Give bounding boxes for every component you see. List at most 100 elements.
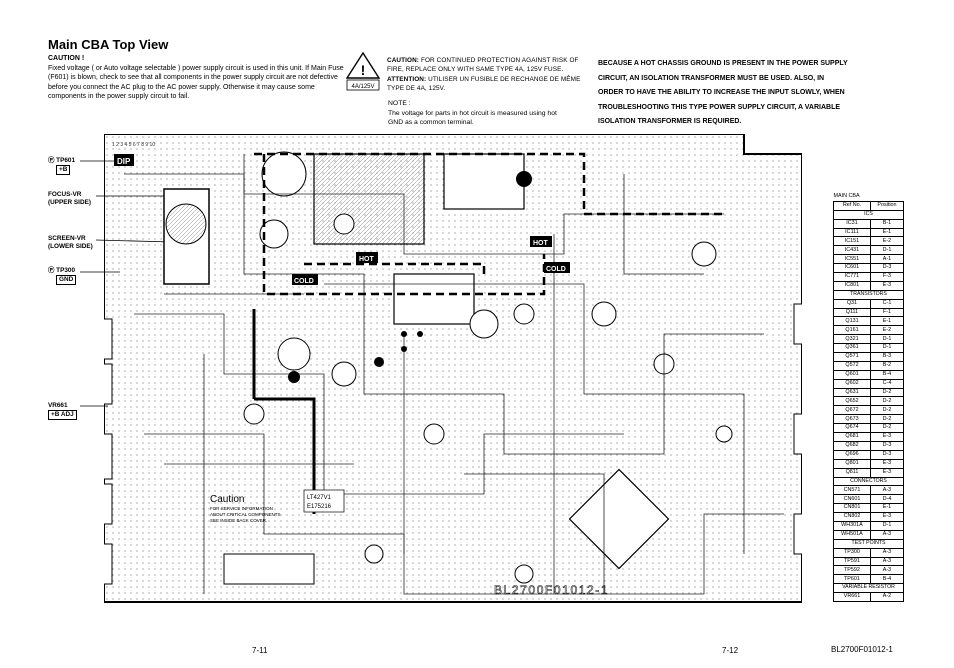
table-cell: ICS <box>833 209 904 220</box>
vr661-callout: VR661 +B ADJ <box>48 402 77 420</box>
table-section-row: TEST POINTS <box>833 538 904 549</box>
table-cell: E-3 <box>869 467 905 478</box>
table-cell: TP591 <box>833 556 871 567</box>
test-point-icon: Ⓟ <box>48 267 55 274</box>
table-cell: B-4 <box>869 574 905 585</box>
table-cell: E-2 <box>869 325 905 336</box>
caution-text: FOR CONTINUED PROTECTION AGAINST RISK OF… <box>387 57 579 74</box>
table-cell: C-4 <box>869 378 905 389</box>
table-cell: A-3 <box>869 565 905 576</box>
table-cell: E-3 <box>869 280 905 291</box>
table-cell: Q111 <box>833 307 871 318</box>
table-cell: D-1 <box>869 334 905 345</box>
board-caution-title: Caution <box>210 494 244 505</box>
table-cell: E-3 <box>869 458 905 469</box>
test-point-icon: Ⓟ <box>48 157 55 164</box>
pin-number-row: 1 2 3 4 5 6 7 8 9 10 <box>112 142 155 148</box>
table-cell: VARIABLE RESISTOR <box>833 583 904 594</box>
table-cell: D-3 <box>869 440 905 451</box>
table-cell: Q682 <box>833 440 871 451</box>
tp300-callout: Ⓟ TP300 GND <box>48 267 77 285</box>
hot-zone-label: HOT <box>533 240 549 247</box>
table-cell: B-1 <box>869 218 905 229</box>
board-caution-line: ABOUT CRITICAL COMPONENTS <box>210 512 281 517</box>
focus-vr-side: (UPPER SIDE) <box>48 199 91 206</box>
dip-marker: DIP <box>117 157 131 166</box>
table-cell: Q811 <box>833 467 871 478</box>
table-cell: Q673 <box>833 414 871 425</box>
document-number: BL2700F01012-1 <box>831 645 893 654</box>
table-cell: Q572 <box>833 360 871 371</box>
table-cell: CN571 <box>833 485 871 496</box>
table-cell: D-1 <box>869 245 905 256</box>
table-cell: WH301A <box>833 520 871 531</box>
screen-vr-callout: SCREEN-VR (LOWER SIDE) <box>48 235 93 251</box>
table-cell: D-1 <box>869 343 905 354</box>
fuse-caution: CAUTION: FOR CONTINUED PROTECTION AGAINS… <box>387 56 587 94</box>
table-cell: TRANSISTORS <box>833 289 904 300</box>
table-cell: A-3 <box>869 556 905 567</box>
tp601-label: TP601 <box>56 157 76 164</box>
hot-zone-label: HOT <box>359 256 375 263</box>
table-cell: Q571 <box>833 352 871 362</box>
table-section-row: VARIABLE RESISTOR <box>833 583 904 594</box>
tp601-callout: Ⓟ TP601 +B <box>48 157 75 175</box>
table-cell: IC151 <box>833 236 871 247</box>
ul-stamp: E175216 <box>307 504 332 510</box>
table-cell: B-4 <box>869 369 905 380</box>
table-cell: E-3 <box>869 512 905 522</box>
tp601-value: +B <box>56 165 71 175</box>
table-cell: E-2 <box>869 236 905 247</box>
table-cell: Q681 <box>833 432 871 442</box>
note-body: The voltage for parts in hot circuit is … <box>388 109 557 127</box>
table-cell: TP601 <box>833 574 871 585</box>
table-cell: MAIN CBA <box>833 193 860 200</box>
table-cell: Q602 <box>833 378 871 389</box>
fuse-rating: 4A/125V <box>351 84 374 90</box>
table-cell: D-2 <box>869 396 905 407</box>
svg-text:!: ! <box>361 62 366 78</box>
table-cell: C-1 <box>869 298 905 309</box>
table-section-row: CONNECTORS <box>833 476 904 487</box>
table-cell: E-1 <box>869 227 905 238</box>
table-section-row: TRANSISTORS <box>833 289 904 300</box>
note-heading: NOTE : <box>388 100 411 107</box>
table-cell: Q131 <box>833 316 871 327</box>
ul-stamp: LT427V1 <box>307 495 332 501</box>
table-cell: Q652 <box>833 396 871 407</box>
table-cell: D-2 <box>869 423 905 434</box>
table-cell: VR661 <box>833 592 871 602</box>
table-cell: TP300 <box>833 547 871 558</box>
focus-vr-callout: FOCUS-VR (UPPER SIDE) <box>48 191 91 207</box>
table-cell: Q601 <box>833 369 871 380</box>
cold-zone-label: COLD <box>546 266 566 273</box>
table-cell: A-3 <box>869 529 905 540</box>
table-title: MAIN CBA <box>834 193 904 201</box>
